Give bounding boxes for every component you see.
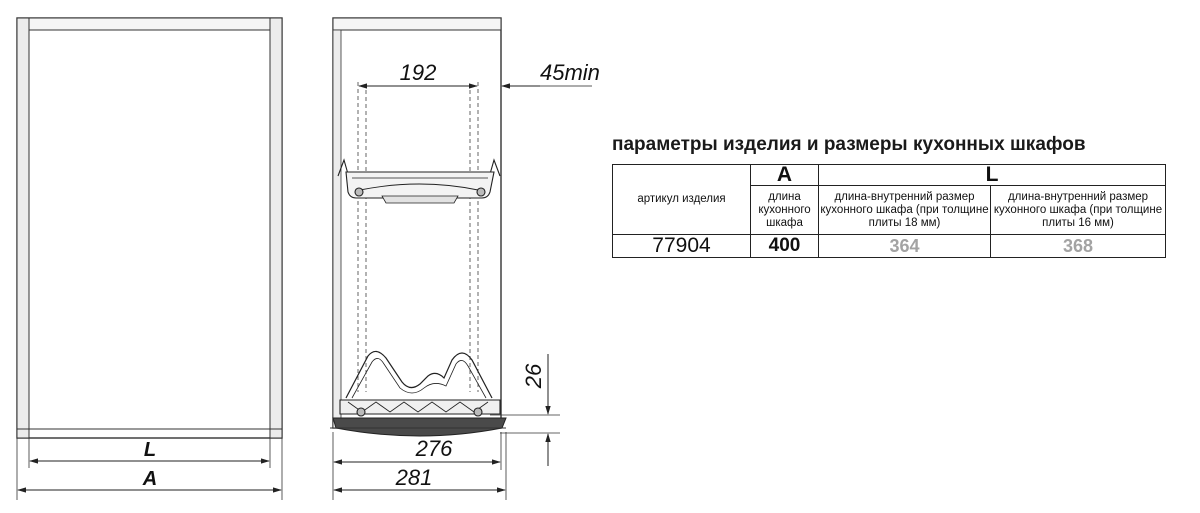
cell-a: 400 xyxy=(750,234,819,258)
side-top-panel xyxy=(332,17,502,31)
header-l: L xyxy=(817,164,1167,186)
header-article: артикул изделия xyxy=(612,164,751,235)
cabinet-outline xyxy=(16,17,283,439)
right-side-panel xyxy=(269,17,283,439)
dim-l-label: L xyxy=(144,439,156,461)
top-panel xyxy=(28,17,271,31)
table-title: параметры изделия и размеры кухонных шка… xyxy=(612,134,1086,155)
dim-a-label: A xyxy=(142,468,157,490)
side-back-panel xyxy=(332,29,342,429)
cabinet-side-view: 192 45min xyxy=(330,17,600,500)
cabinet-front-view: L A xyxy=(16,17,283,500)
cell-l16: 368 xyxy=(989,234,1167,258)
dim-276-label: 276 xyxy=(415,436,453,461)
spec-block: параметры изделия и размеры кухонных шка… xyxy=(612,134,1168,258)
table-row: 77904 400 364 368 xyxy=(612,234,1167,258)
technical-drawing: L A 192 45min xyxy=(16,17,600,500)
cell-article: 77904 xyxy=(612,234,751,258)
base-support xyxy=(332,417,507,437)
cell-l18: 364 xyxy=(818,234,991,258)
upper-basket-bracket xyxy=(337,158,501,204)
dim-26-label: 26 xyxy=(521,363,546,389)
header-length: длина кухонного шкафа xyxy=(750,185,819,235)
lower-basket-frame xyxy=(339,350,501,417)
spec-table: артикул изделия A L длина кухонного шкаф… xyxy=(612,164,1167,258)
dim-192-label: 192 xyxy=(400,60,437,85)
header-l18: длина-внутренний размер кухонного шкафа … xyxy=(818,185,991,235)
header-a: A xyxy=(750,164,819,186)
dim-45min-label: 45min xyxy=(540,60,600,85)
dim-281-label: 281 xyxy=(395,465,433,490)
header-l16: длина-внутренний размер кухонного шкафа … xyxy=(989,185,1167,235)
left-side-panel xyxy=(16,17,30,439)
